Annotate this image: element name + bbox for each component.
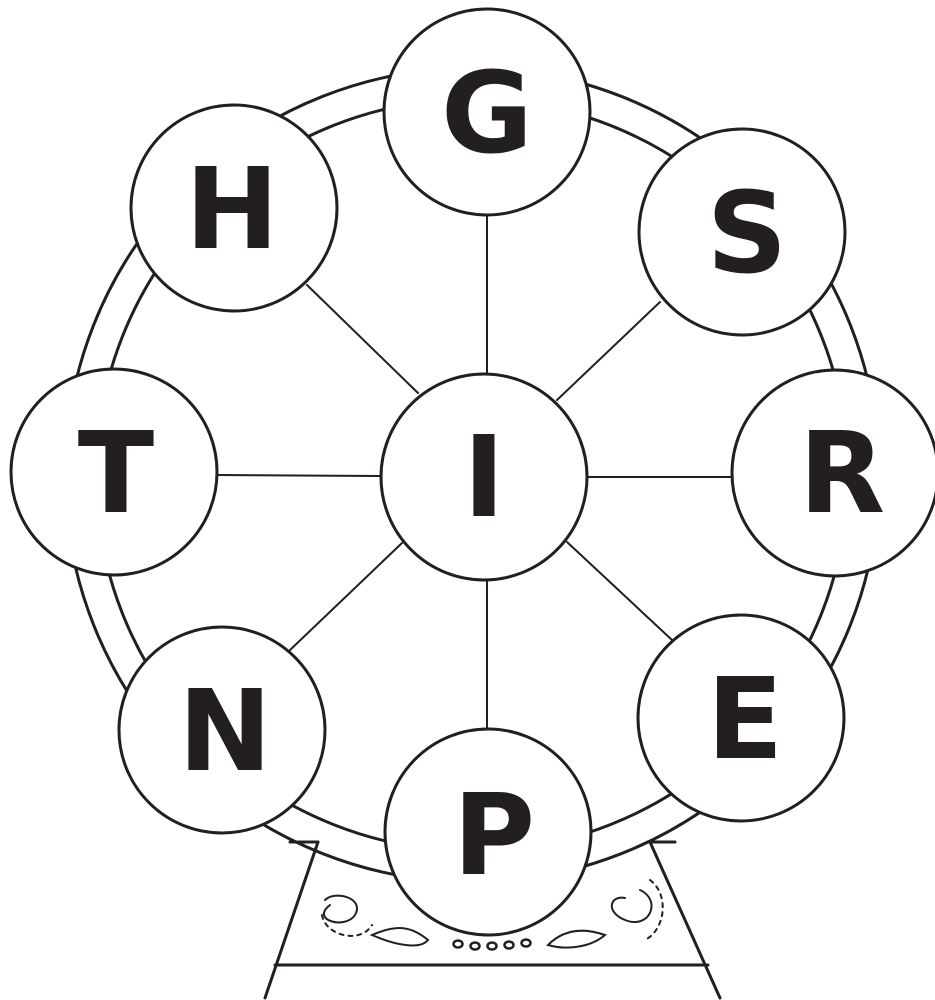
letter-bubble-r: R xyxy=(732,370,935,576)
letter-p: P xyxy=(453,771,535,901)
letter-bubble-e: E xyxy=(638,615,844,821)
letter-e: E xyxy=(707,655,784,785)
letter-g: G xyxy=(441,49,533,179)
letter-bubble-h: H xyxy=(131,105,337,311)
letter-bubbles: G S R E P N T H xyxy=(11,9,935,935)
spoke-n xyxy=(290,543,402,650)
spoke-h xyxy=(307,285,418,393)
spoke-e xyxy=(567,542,672,640)
ornament-dot xyxy=(522,940,531,947)
center-letter: I xyxy=(463,413,505,543)
letter-s: S xyxy=(707,169,788,299)
letter-bubble-g: G xyxy=(384,9,590,215)
letter-h: H xyxy=(185,145,279,275)
letter-bubble-t: T xyxy=(11,369,217,575)
letter-n: N xyxy=(178,667,272,797)
ornament-dot xyxy=(454,941,463,948)
ornament-dot xyxy=(471,943,480,950)
letter-t: T xyxy=(78,409,154,539)
spoke-t xyxy=(217,475,380,476)
letter-r: R xyxy=(799,409,885,539)
letter-bubble-s: S xyxy=(639,129,845,335)
center-letter-bubble: I xyxy=(381,374,587,580)
spoke-s xyxy=(557,302,660,400)
letter-bubble-n: N xyxy=(119,627,325,833)
ornament-dot xyxy=(505,942,514,949)
ornament-dot xyxy=(488,943,497,950)
letter-bubble-p: P xyxy=(385,729,591,935)
